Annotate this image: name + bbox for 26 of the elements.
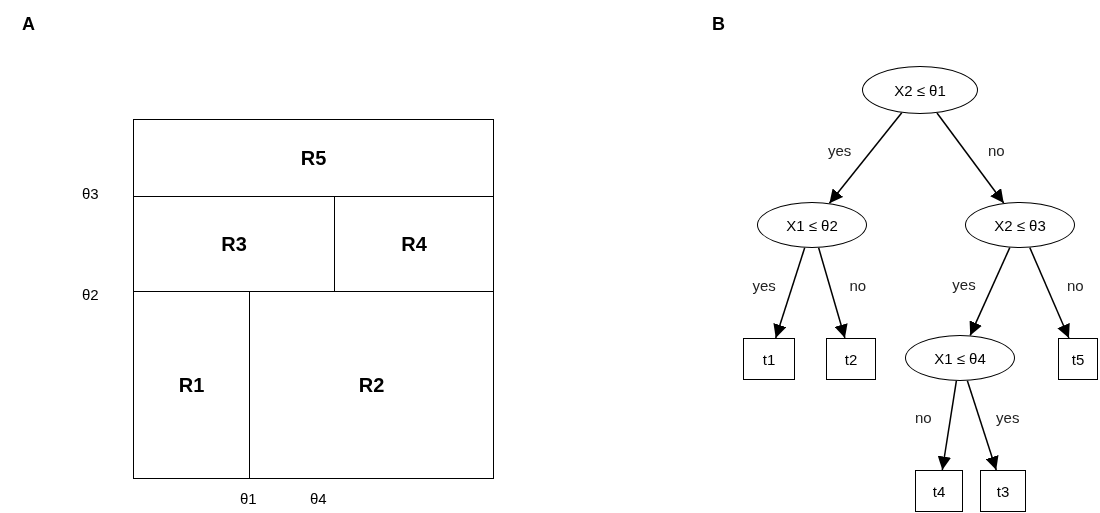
leaf-box: t3: [980, 470, 1026, 512]
threshold-label: θ1: [240, 490, 257, 507]
arrow: [966, 380, 999, 471]
leaf-box: t1: [743, 338, 795, 380]
leaf-box: t2: [826, 338, 876, 380]
threshold-label: θ3: [82, 185, 99, 202]
leaf-box: t4: [915, 470, 963, 512]
leaf-box: t5: [1058, 338, 1098, 380]
arrow: [969, 246, 1011, 337]
arrow: [773, 247, 806, 339]
arrow: [1029, 246, 1070, 339]
threshold-label: θ4: [310, 490, 327, 507]
split-ellipse: X2 ≤ θ1: [862, 66, 978, 114]
split-ellipse: X1 ≤ θ2: [757, 202, 867, 248]
split-ellipse: X1 ≤ θ4: [905, 335, 1015, 381]
region-box: R2: [249, 291, 494, 479]
arrow: [817, 247, 848, 339]
region-box: R1: [133, 291, 250, 479]
panel-letter: B: [712, 14, 725, 35]
arrow: [828, 112, 903, 204]
panel-letter: A: [22, 14, 35, 35]
arrow: [936, 112, 1005, 204]
threshold-label: θ2: [82, 286, 99, 303]
region-box: R5: [133, 119, 494, 197]
arrow: [937, 380, 958, 471]
split-ellipse: X2 ≤ θ3: [965, 202, 1075, 248]
